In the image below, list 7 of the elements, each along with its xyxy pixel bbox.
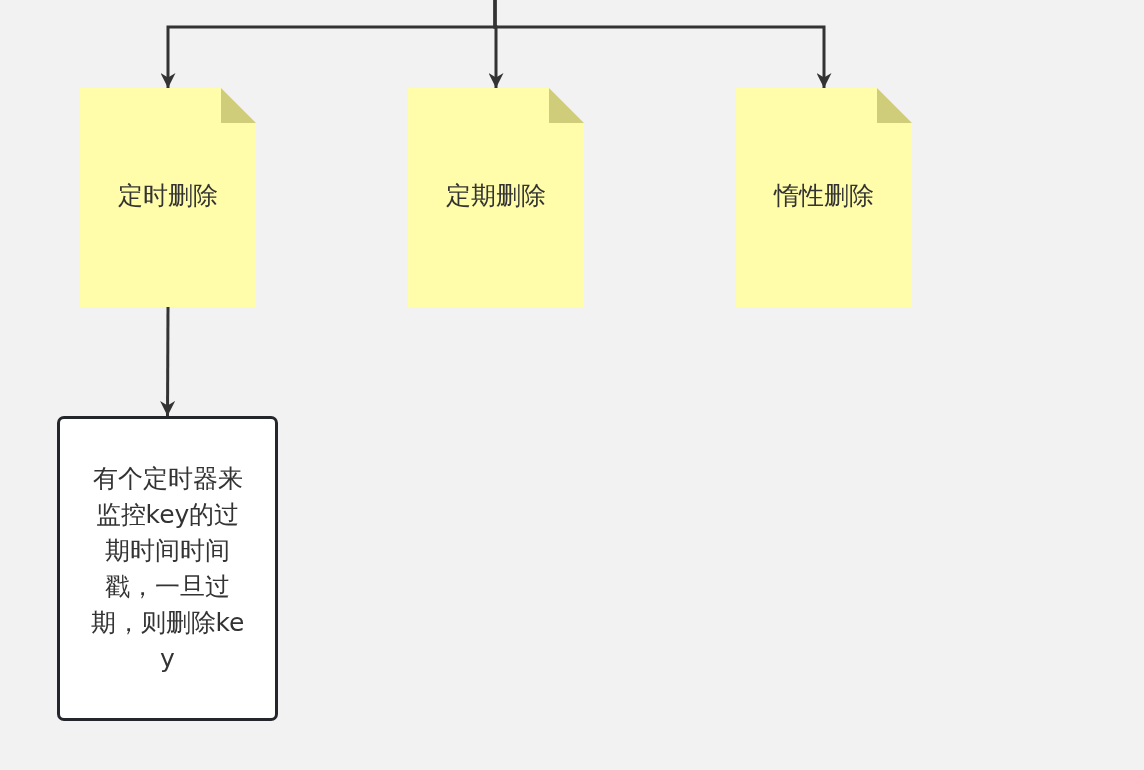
node-label: 定时删除 [118,179,218,212]
node-label: 定期删除 [446,179,546,212]
process-box [57,416,278,721]
arrow [493,0,832,88]
node-label: 惰性删除 [774,179,874,212]
arrow [160,307,176,416]
node-label: 有个定时器来监控key的过期时间时间戳，一旦过期，则删除key [89,462,246,675]
